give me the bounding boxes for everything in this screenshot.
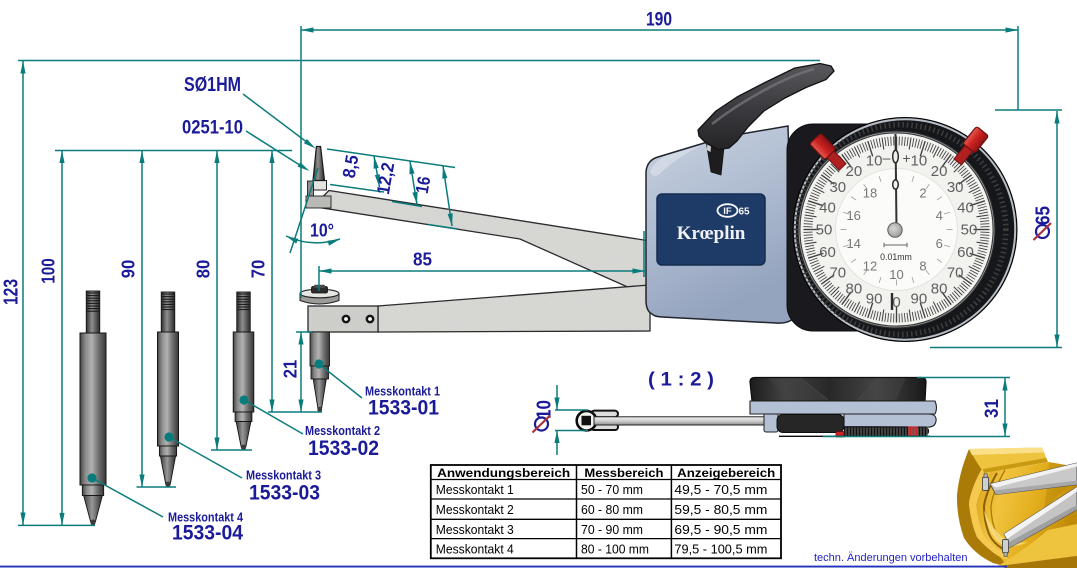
- svg-text:90: 90: [866, 291, 883, 308]
- svg-text:10°: 10°: [310, 221, 334, 241]
- svg-text:1533-01: 1533-01: [368, 397, 439, 420]
- svg-text:90: 90: [911, 291, 928, 308]
- svg-text:65: 65: [1033, 206, 1055, 225]
- svg-text:70: 70: [947, 264, 964, 281]
- svg-text:80: 80: [846, 280, 863, 297]
- svg-text:31: 31: [982, 399, 1003, 418]
- svg-text:60 - 80 mm: 60 - 80 mm: [581, 502, 643, 517]
- svg-text:100: 100: [38, 258, 59, 284]
- svg-text:–: –: [883, 150, 891, 166]
- svg-text:60: 60: [819, 244, 836, 261]
- svg-text:20: 20: [931, 163, 948, 180]
- svg-text:Krœplin: Krœplin: [677, 223, 746, 244]
- svg-text:0251-10: 0251-10: [182, 118, 243, 139]
- svg-text:1533-03: 1533-03: [249, 482, 320, 505]
- svg-text:59,5 - 80,5 mm: 59,5 - 80,5 mm: [674, 502, 767, 517]
- svg-text:49,5 - 70,5 mm: 49,5 - 70,5 mm: [674, 482, 767, 497]
- svg-text:1533-02: 1533-02: [308, 437, 379, 460]
- svg-text:79,5 - 100,5 mm: 79,5 - 100,5 mm: [674, 541, 767, 556]
- svg-text:69,5 - 90,5 mm: 69,5 - 90,5 mm: [674, 522, 767, 537]
- svg-text:12: 12: [863, 259, 877, 274]
- svg-text:10: 10: [911, 153, 928, 170]
- svg-text:90: 90: [118, 260, 139, 279]
- svg-text:20: 20: [846, 163, 863, 180]
- svg-text:123: 123: [1, 279, 23, 305]
- svg-text:70 - 90 mm: 70 - 90 mm: [581, 522, 643, 537]
- svg-text:4: 4: [936, 208, 943, 223]
- svg-text:1533-04: 1533-04: [172, 522, 243, 545]
- svg-text:80: 80: [931, 280, 948, 297]
- svg-text:10: 10: [866, 153, 883, 170]
- svg-text:14: 14: [846, 236, 860, 251]
- svg-text:0.01mm: 0.01mm: [880, 252, 912, 262]
- svg-text:50: 50: [816, 222, 833, 239]
- svg-text:190: 190: [646, 9, 672, 31]
- svg-text:2: 2: [919, 186, 926, 201]
- svg-text:70: 70: [248, 260, 269, 279]
- svg-text:IF: IF: [723, 206, 732, 217]
- svg-text:80: 80: [193, 260, 214, 279]
- svg-text:40: 40: [957, 199, 974, 216]
- svg-text:+: +: [902, 150, 910, 166]
- svg-text:SØ1HM: SØ1HM: [184, 74, 241, 96]
- svg-text:16: 16: [846, 208, 860, 223]
- svg-text:6: 6: [936, 236, 943, 251]
- svg-text:Messkontakt 3: Messkontakt 3: [436, 522, 514, 537]
- svg-text:40: 40: [819, 199, 836, 216]
- svg-text:Anzeigebereich: Anzeigebereich: [677, 466, 775, 480]
- svg-text:Messbereich: Messbereich: [584, 466, 663, 480]
- svg-text:10: 10: [889, 267, 903, 282]
- svg-text:50: 50: [961, 222, 978, 239]
- svg-text:Messkontakt 3: Messkontakt 3: [246, 469, 321, 483]
- svg-text:techn. Änderungen vorbehalten: techn. Änderungen vorbehalten: [814, 552, 968, 564]
- svg-text:Messkontakt 1: Messkontakt 1: [436, 482, 514, 497]
- svg-text:70: 70: [829, 264, 846, 281]
- svg-text:30: 30: [829, 179, 846, 196]
- svg-text:10: 10: [534, 400, 556, 419]
- svg-text:18: 18: [863, 186, 877, 201]
- svg-text:Messkontakt 4: Messkontakt 4: [436, 541, 514, 556]
- svg-text:8,5: 8,5: [339, 153, 363, 179]
- svg-text:Anwendungsbereich: Anwendungsbereich: [437, 466, 570, 480]
- svg-text:Messkontakt 2: Messkontakt 2: [305, 424, 380, 438]
- svg-text:( 1 : 2 ): ( 1 : 2 ): [648, 370, 714, 391]
- svg-text:0: 0: [892, 294, 900, 311]
- svg-text:85: 85: [413, 249, 432, 270]
- svg-text:16: 16: [412, 175, 435, 195]
- svg-text:50 - 70 mm: 50 - 70 mm: [581, 482, 643, 497]
- svg-text:80 - 100 mm: 80 - 100 mm: [581, 541, 649, 556]
- svg-text:21: 21: [281, 360, 301, 379]
- svg-text:Messkontakt 2: Messkontakt 2: [436, 502, 514, 517]
- svg-text:65: 65: [738, 207, 750, 218]
- svg-text:60: 60: [957, 244, 974, 261]
- svg-text:8: 8: [919, 259, 926, 274]
- svg-text:30: 30: [947, 179, 964, 196]
